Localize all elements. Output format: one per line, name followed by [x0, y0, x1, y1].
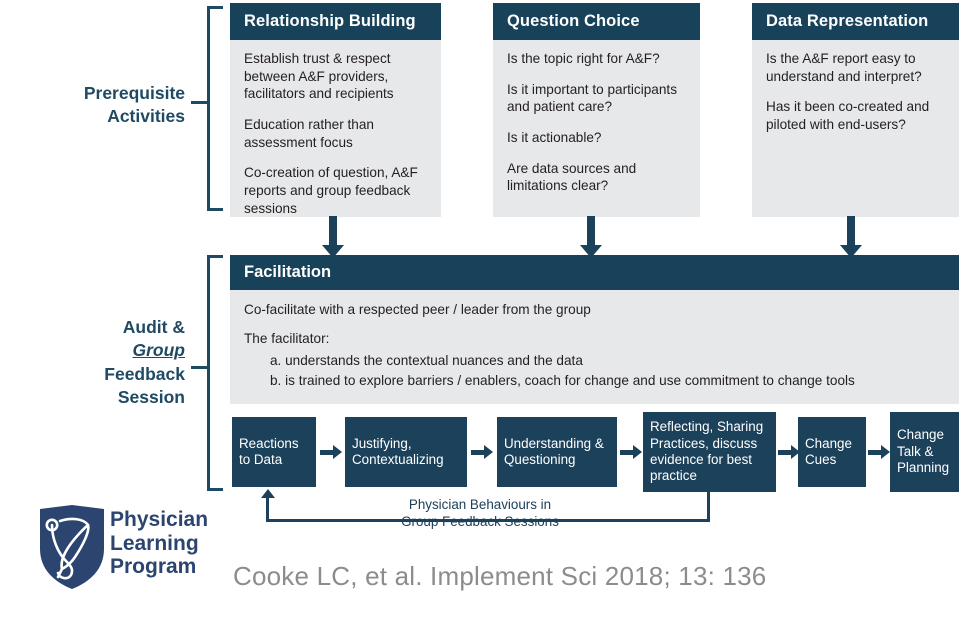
logo-line-2: Learning — [110, 531, 199, 555]
process-box-change-talk-planning: Change Talk & Planning — [890, 412, 959, 492]
prerequisite-column-question-choice: Question Choice Is the topic right for A… — [493, 3, 700, 217]
side-label-session-line1: Audit & — [122, 317, 185, 337]
arrow-head — [322, 245, 344, 258]
facilitation-title: Facilitation — [230, 255, 959, 290]
column-title: Relationship Building — [230, 3, 441, 40]
bracket-bottom-arm — [207, 488, 223, 491]
loop-arrow-head-icon — [260, 489, 275, 498]
column-item: Is it important to participants and pati… — [507, 81, 677, 115]
arrow-head — [484, 445, 493, 459]
loop-segment-down — [707, 492, 710, 522]
prerequisite-column-data-representation: Data Representation Is the A&F report ea… — [752, 3, 959, 217]
arrow-shaft — [778, 449, 792, 455]
facilitation-point-a: a. understands the contextual nuances an… — [270, 352, 583, 368]
right-arrow-icon-4 — [778, 445, 800, 459]
arrow-head — [333, 445, 342, 459]
column-body: Establish trust & respect between A&F pr… — [230, 39, 441, 217]
plp-logo — [38, 505, 106, 595]
arrow-shaft — [587, 216, 595, 246]
bracket-session — [191, 255, 225, 491]
process-box-label: Justifying, Contextualizing — [352, 435, 444, 467]
bracket-tick — [191, 366, 209, 369]
shield-stethoscope-pen-icon — [40, 505, 104, 589]
column-title: Question Choice — [493, 3, 700, 40]
column-title: Data Representation — [752, 3, 959, 40]
side-label-session-line4: Session — [117, 386, 185, 407]
bracket-top-arm — [207, 255, 223, 258]
citation-text: Cooke LC, et al. Implement Sci 2018; 13:… — [233, 561, 767, 591]
arrow-head — [881, 445, 890, 459]
process-box-reflecting-sharing-practices: Reflecting, Sharing Practices, discuss e… — [643, 412, 776, 492]
process-box-change-cues: Change Cues — [798, 417, 866, 487]
arrow-shaft — [329, 216, 337, 246]
process-box-label: Reflecting, Sharing Practices, discuss e… — [650, 419, 764, 484]
side-label-session-line3: Feedback — [104, 363, 185, 384]
prerequisite-column-relationship-building: Relationship Building Establish trust & … — [230, 3, 441, 217]
column-body: Is the A&F report easy to understand and… — [752, 39, 959, 217]
arrow-shaft — [320, 449, 334, 455]
column-item: Education rather than assessment focus — [244, 116, 374, 150]
side-label-prerequisite: Prerequisite Activities — [10, 82, 185, 129]
column-item: Has it been co-created and piloted with … — [766, 99, 930, 132]
bracket-prerequisite — [191, 6, 225, 211]
right-arrow-icon-3 — [620, 445, 642, 459]
process-box-label: Understanding & Questioning — [504, 435, 604, 467]
side-label-prerequisite-line2: Activities — [107, 106, 185, 127]
column-item: Is it actionable? — [507, 129, 602, 145]
column-body: Is the topic right for A&F? Is it import… — [493, 39, 700, 217]
column-item: Is the topic right for A&F? — [507, 50, 660, 66]
facilitation-intro: The facilitator: — [244, 330, 330, 346]
down-arrow-icon-3 — [840, 216, 862, 258]
loop-segment-up — [266, 497, 269, 521]
process-box-label: Change Cues — [805, 435, 852, 467]
side-label-session: Audit & Group Feedback Session — [10, 316, 185, 409]
bracket-vertical — [207, 6, 210, 211]
logo-line-3: Program — [110, 555, 197, 579]
arrow-shaft — [847, 216, 855, 246]
bracket-tick — [191, 101, 209, 104]
facilitation-body: Co-facilitate with a respected peer / le… — [230, 290, 959, 404]
facilitation-point-b: b. is trained to explore barriers / enab… — [270, 372, 855, 388]
arrow-head — [580, 245, 602, 258]
process-box-label: Change Talk & Planning — [897, 427, 950, 476]
column-item: Is the A&F report easy to understand and… — [766, 50, 922, 84]
column-item: Are data sources and limitations clear? — [507, 160, 637, 194]
process-box-understanding-questioning: Understanding & Questioning — [497, 417, 617, 487]
down-arrow-icon-2 — [580, 216, 602, 258]
process-box-label: Reactions to Data — [239, 435, 299, 467]
right-arrow-icon-1 — [320, 445, 342, 459]
column-item: Establish trust & respect between A&F pr… — [244, 50, 394, 102]
plp-logo-text: Physician Learning Program — [110, 508, 208, 579]
facilitation-panel: Facilitation Co-facilitate with a respec… — [230, 255, 959, 404]
arrow-shaft — [620, 449, 634, 455]
bracket-top-arm — [207, 6, 223, 9]
arrow-shaft — [868, 449, 882, 455]
right-arrow-icon-5 — [868, 445, 890, 459]
facilitation-lead: Co-facilitate with a respected peer / le… — [244, 302, 591, 317]
arrow-head — [791, 445, 800, 459]
loop-label: Physician Behaviours in Group Feedback S… — [330, 497, 630, 531]
side-label-session-line2: Group — [132, 340, 186, 361]
arrow-head — [840, 245, 862, 258]
bracket-bottom-arm — [207, 208, 223, 211]
bracket-vertical — [207, 255, 210, 491]
loop-label-line2: Group Feedback Sessions — [401, 513, 559, 529]
process-box-reactions-to-data: Reactions to Data — [232, 417, 316, 487]
column-item: Co-creation of question, A&F reports and… — [244, 165, 418, 216]
loop-label-line1: Physician Behaviours in — [408, 497, 552, 512]
loop-segment-horizontal — [266, 519, 710, 522]
logo-line-1: Physician — [110, 508, 209, 531]
arrow-shaft — [471, 449, 485, 455]
right-arrow-icon-2 — [471, 445, 493, 459]
down-arrow-icon-1 — [322, 216, 344, 258]
side-label-prerequisite-line1: Prerequisite — [83, 83, 185, 103]
arrow-head — [633, 445, 642, 459]
process-box-justifying-contextualizing: Justifying, Contextualizing — [345, 417, 467, 487]
